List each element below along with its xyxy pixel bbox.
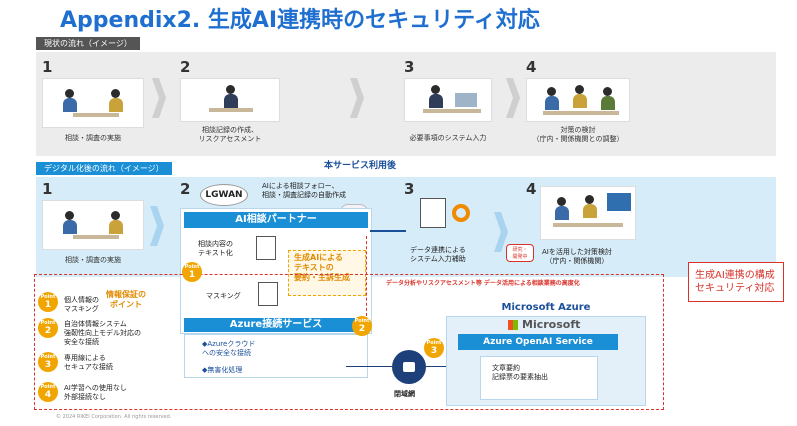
summary-box: [480, 356, 598, 400]
digital-step-4-caption: AIを活用した対策検討 （庁内・関係機関）: [542, 248, 612, 265]
gen-ai-note-box: [288, 250, 366, 296]
ai-description: AIによる相談フォロー、 相談・調査記録の自動作成: [262, 182, 346, 199]
document-icon: [258, 282, 278, 306]
research-tag: 研究・ 開発中: [506, 244, 534, 262]
flow-arrow: [370, 230, 406, 232]
current-step-2-number: 2: [180, 58, 191, 76]
gear-icon: [452, 204, 470, 222]
current-step-1-caption: 相談・調査の実施: [65, 134, 121, 142]
network-line: [346, 366, 392, 367]
current-step-2-caption: 相談記録の作成、 リスクアセスメント: [198, 126, 262, 143]
gen-ai-note: 生成AIによる テキストの 要約・主訴生成: [294, 253, 350, 282]
current-step-4-number: 4: [526, 58, 537, 76]
chevron-right-icon: [150, 206, 164, 246]
text-conversion-label: 相談内容の テキスト化: [198, 240, 233, 257]
openai-service-title: Azure OpenAI Service: [458, 334, 618, 350]
current-step-3-caption: 必要事項のシステム入力: [409, 134, 487, 142]
security-callout: 生成AI連携の構成 セキュリティ対応: [688, 262, 784, 302]
service-banner: 本サービス利用後: [323, 161, 396, 171]
digital-flow-label: デジタル化後の流れ（イメージ）: [36, 162, 172, 175]
footer-copyright: © 2024 RIKEI Corporation. All rights res…: [56, 414, 172, 420]
digital-step-4-number: 4: [526, 180, 537, 198]
point-2-text: 自治体情報システム 強靭性向上モデル対応の 安全な接続: [64, 320, 141, 346]
digital-step-1-number: 1: [42, 180, 53, 198]
lgwan-logo: LGWAN: [200, 184, 248, 206]
security-boundary: [34, 274, 664, 410]
digital-step-3-caption: データ連携による システム入力補助: [410, 246, 466, 263]
digital-step-1-illustration: [42, 200, 144, 250]
azure-connection-panel: [184, 334, 368, 378]
chevron-right-icon: [506, 78, 520, 118]
digital-step-1-caption: 相談・調査の実施: [65, 256, 121, 264]
current-step-4-illustration: [526, 78, 630, 122]
closed-network-label: 閉域網: [394, 390, 415, 398]
connector-line: [366, 236, 367, 316]
service-banner-arrow: [290, 158, 430, 180]
chevron-right-icon: [350, 78, 364, 118]
current-step-2-illustration: [180, 78, 280, 122]
azure-point-2: ◆無害化処理: [202, 366, 243, 374]
document-icon: [420, 198, 446, 228]
digital-step-3-number: 3: [404, 180, 415, 198]
azure-title: Microsoft Azure: [501, 302, 591, 313]
digital-step-4-illustration: [540, 186, 636, 240]
current-step-4-caption: 対策の検討 （庁内・関係機関との調整）: [532, 126, 624, 143]
closed-network-icon: [392, 350, 426, 384]
current-step-1-number: 1: [42, 58, 53, 76]
current-step-3-illustration: [404, 78, 492, 122]
azure-connection-title: Azure接続サービス: [184, 318, 368, 332]
current-step-1-illustration: [42, 78, 144, 128]
chevron-right-icon: [494, 212, 508, 252]
microsoft-logo-icon: [508, 320, 518, 330]
point-1-text: 個人情報の マスキング: [64, 296, 99, 313]
microsoft-logo-text: Microsoft: [522, 318, 581, 331]
page-title: Appendix2. 生成AI連携時のセキュリティ対応: [60, 8, 540, 33]
point-4-text: AI学習への使用なし 外部接続なし: [64, 384, 127, 401]
chevron-right-icon: [152, 78, 166, 118]
data-analysis-note: データ分析やリスクアセスメント等 データ活用による相談業務の高度化: [386, 280, 580, 287]
info-assurance-badge: 情報保証の ポイント: [106, 290, 146, 309]
masking-label: マスキング: [206, 292, 241, 300]
digital-step-2-number: 2: [180, 180, 191, 198]
azure-point-1: ◆Azureクラウド への安全な接続: [202, 340, 256, 357]
point-3-text: 専用線による セキュアな接続: [64, 354, 113, 371]
ai-partner-title: AI相談パートナー: [184, 212, 368, 228]
document-icon: [256, 236, 276, 260]
current-step-3-number: 3: [404, 58, 415, 76]
summary-text: 文章要約 記録票の要素抽出: [492, 364, 548, 381]
network-line: [426, 366, 456, 367]
current-flow-label: 現状の流れ（イメージ）: [36, 37, 140, 50]
